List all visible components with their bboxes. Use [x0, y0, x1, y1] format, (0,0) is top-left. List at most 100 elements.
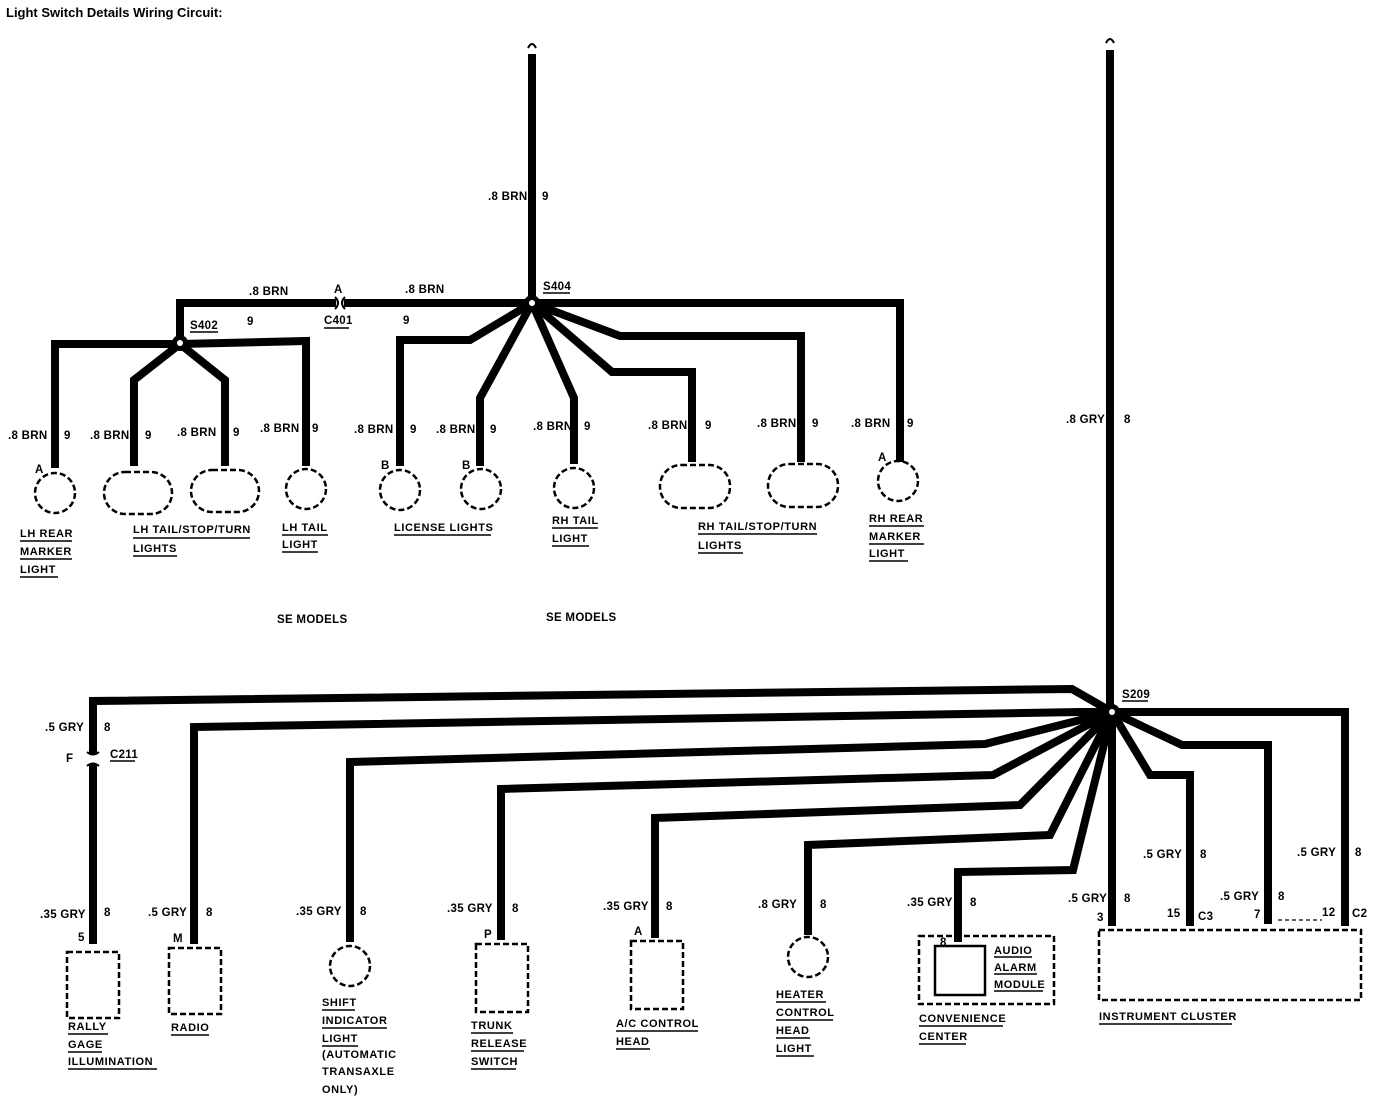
branch-lh-tail-b-wire — [177, 340, 229, 466]
feed-break-symbol-upper — [527, 43, 537, 49]
instrument-cluster-box — [1097, 928, 1363, 1002]
branch-cluster-12-wire — [1112, 708, 1349, 926]
c211-pin-label: F — [66, 753, 73, 765]
trunk-left-wire-label: .8 BRN — [249, 286, 289, 298]
rh-tail-stop-turn-lamp-a — [658, 463, 732, 510]
ac-control-label: A/C CONTROL HEAD — [616, 1018, 702, 1048]
lh-tail-light-label: LH TAIL LIGHT — [282, 522, 331, 551]
branch-circuit-label: 9 — [907, 418, 914, 430]
s404-label: S404 — [543, 281, 571, 293]
s209-label: S209 — [1122, 689, 1150, 701]
trunk-release-box — [474, 942, 530, 1014]
branch-circuit-label: 9 — [705, 420, 712, 432]
branch-circuit-label: 9 — [584, 421, 591, 433]
rally-upper-wire-label: .5 GRY — [45, 722, 84, 734]
branch-wire-label: .8 BRN — [354, 424, 394, 436]
branch-wire-label: .8 BRN — [8, 430, 48, 442]
branch-circuit-label: 8 — [104, 907, 111, 919]
branch-wire-label: .35 GRY — [603, 901, 649, 913]
feed-wire-label-upper: .8 BRN — [488, 191, 528, 203]
branch-wire-label: .8 BRN — [648, 420, 688, 432]
radio-label: RADIO — [171, 1022, 209, 1034]
cluster-wire-label: .5 GRY — [1068, 893, 1107, 905]
convenience-center-box — [917, 934, 1056, 1006]
c211-name-label: C211 — [110, 749, 138, 761]
cluster-pin-label: 3 — [1097, 912, 1104, 924]
branch-license-b-wire — [476, 301, 536, 466]
branch-circuit-label: 9 — [64, 430, 71, 442]
cluster-wire-label: .5 GRY — [1143, 849, 1182, 861]
branch-rh-tail-light-wire — [528, 301, 578, 464]
audio-alarm-module-box — [933, 944, 987, 997]
branch-wire-label: .8 BRN — [177, 427, 217, 439]
branch-convenience-wire — [954, 711, 1116, 942]
license-lights-label: LICENSE LIGHTS — [394, 522, 493, 534]
trunk-right-wire-label: .8 BRN — [405, 284, 445, 296]
se-models-note: SE MODELS — [277, 614, 347, 626]
rally-upper-circuit-label: 8 — [104, 722, 111, 734]
s402-label: S402 — [190, 320, 218, 332]
audio-alarm-module-label: AUDIO ALARM MODULE — [994, 945, 1045, 991]
branch-wire-label: .35 GRY — [40, 909, 86, 921]
branch-pin-label: A — [878, 452, 887, 464]
heater-control-lamp — [786, 935, 830, 979]
s404-circuit-label: 9 — [403, 315, 410, 327]
branch-circuit-label: 9 — [410, 424, 417, 436]
branch-pin-label: B — [381, 460, 390, 472]
cluster-pin-label: 12 — [1322, 907, 1335, 919]
branch-rh-tail-b-wire — [530, 299, 805, 462]
heater-control-label: HEATER CONTROL HEAD LIGHT — [776, 989, 838, 1055]
rh-tail-light-label: RH TAIL LIGHT — [552, 515, 602, 545]
branch-wire-label: .8 BRN — [851, 418, 891, 430]
cluster-circuit-label: 8 — [1200, 849, 1207, 861]
c401-connector-symbol-b — [341, 296, 346, 310]
cluster-c2-label: C2 — [1352, 908, 1367, 920]
lower-circuit: .8 GRY 8 S209 .5 GRY 8 F C211 .35 GRY 8 … — [40, 38, 1367, 1096]
branch-pin-label: A — [35, 464, 44, 476]
trunk-left-wire — [176, 299, 336, 344]
branch-pin-label: B — [462, 460, 471, 472]
feed-wire-label-lower: .8 GRY — [1066, 414, 1105, 426]
feed-break-symbol-lower — [1105, 38, 1115, 44]
c401-pin-label: A — [334, 284, 343, 296]
branch-wire-label: .8 BRN — [90, 430, 130, 442]
branch-heater-control-wire — [804, 710, 1116, 935]
lh-tail-lamp — [284, 467, 328, 511]
c401-name-label: C401 — [324, 315, 353, 327]
branch-circuit-label: 9 — [145, 430, 152, 442]
branch-cluster-15-wire — [1108, 709, 1194, 926]
shift-indicator-lamp — [328, 944, 372, 988]
branch-pin-label: 5 — [78, 932, 85, 944]
branch-circuit-label: 8 — [512, 903, 519, 915]
branch-rh-tail-a-wire — [529, 299, 696, 462]
convenience-center-label: CONVENIENCE CENTER — [919, 1013, 1010, 1043]
branch-rally-wire — [89, 684, 1114, 754]
branch-wire-label: .5 GRY — [148, 907, 187, 919]
license-lamp-a — [378, 468, 422, 512]
c211-connector-symbol-b — [86, 762, 100, 767]
cluster-circuit-label: 8 — [1278, 891, 1285, 903]
branch-wire-label: .35 GRY — [447, 903, 493, 915]
rh-rear-marker-label: RH REAR MARKER LIGHT — [869, 513, 927, 560]
branch-wire-label: .8 GRY — [758, 899, 797, 911]
branch-wire-label: .8 BRN — [436, 424, 476, 436]
branch-wire-label: .8 BRN — [757, 418, 797, 430]
branch-circuit-label: 9 — [312, 423, 319, 435]
branch-circuit-label: 8 — [206, 907, 213, 919]
feed-circuit-label-lower: 8 — [1124, 414, 1131, 426]
branch-circuit-label: 8 — [970, 897, 977, 909]
cluster-pin-label: 7 — [1254, 909, 1261, 921]
shift-indicator-label: SHIFT INDICATOR LIGHT (AUTOMATIC TRANSAX… — [322, 997, 400, 1096]
trunk-release-label: TRUNK RELEASE SWITCH — [471, 1020, 531, 1068]
cluster-circuit-label: 8 — [1355, 847, 1362, 859]
lh-tail-stop-turn-lamp-b — [189, 468, 261, 514]
upper-circuit: .8 BRN 9 .8 BRN A C401 .8 BRN S404 9 S40… — [8, 43, 927, 626]
rh-rear-marker-lamp — [876, 459, 920, 503]
branch-pin-label: M — [173, 933, 183, 945]
branch-cluster-7-wire — [1110, 708, 1272, 924]
lh-tail-stop-turn-label: LH TAIL/STOP/TURN LIGHTS — [133, 524, 255, 555]
cluster-wire-label: .5 GRY — [1297, 847, 1336, 859]
branch-pin-label: P — [484, 929, 492, 941]
rh-tail-lamp — [552, 466, 596, 510]
